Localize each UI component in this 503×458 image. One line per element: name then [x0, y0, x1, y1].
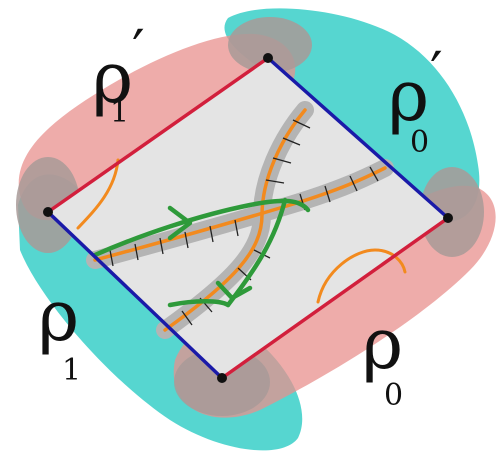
- label-rho0-prime-mark: ′: [430, 41, 443, 106]
- green-path-b-tail: [167, 299, 231, 308]
- label-rho1-prime-mark: ′: [132, 19, 145, 84]
- side-bottom-left: [46, 210, 224, 380]
- label-rho0-prime-sub: 0: [410, 125, 429, 160]
- label-rho1-sub: 1: [62, 353, 81, 388]
- label-rho1-prime: ρ 1 ′: [92, 19, 145, 130]
- green-arrow-head-b: [215, 280, 253, 301]
- side-bottom-right: [220, 216, 450, 380]
- label-rho1: ρ 1: [38, 275, 81, 388]
- label-rho1-prime-main: ρ: [92, 37, 133, 119]
- corner-blob-right: [420, 167, 484, 257]
- vertex-left: [43, 207, 53, 217]
- vertex-bottom: [217, 373, 227, 383]
- label-rho1-prime-sub: 1: [110, 95, 129, 130]
- side-top-left: [46, 56, 270, 214]
- orange-arcs: [76, 158, 407, 304]
- square-sides: [46, 56, 450, 380]
- side-top-right: [266, 56, 450, 220]
- label-rho0: ρ 0: [362, 303, 403, 413]
- vertex-right: [443, 213, 453, 223]
- vertices: [43, 53, 453, 383]
- corner-blob-top: [228, 17, 312, 73]
- green-path-a: [92, 198, 311, 258]
- green-paths: [92, 197, 311, 308]
- orange-arc-left: [76, 158, 120, 230]
- label-rho0-prime: ρ 0 ′: [388, 41, 443, 160]
- label-rho1-main: ρ: [38, 275, 79, 357]
- pink-band-top-left: [18, 33, 296, 221]
- vertex-top: [263, 53, 273, 63]
- strand-a-core: [93, 166, 387, 262]
- label-rho0-sub: 0: [384, 378, 403, 413]
- label-rho0-main: ρ: [362, 303, 403, 385]
- corner-blobs: [16, 17, 484, 416]
- label-rho0-prime-main: ρ: [388, 55, 429, 137]
- strand-b-core: [163, 108, 307, 332]
- orange-arc-right: [316, 248, 407, 304]
- green-arrow-head-a: [167, 205, 193, 241]
